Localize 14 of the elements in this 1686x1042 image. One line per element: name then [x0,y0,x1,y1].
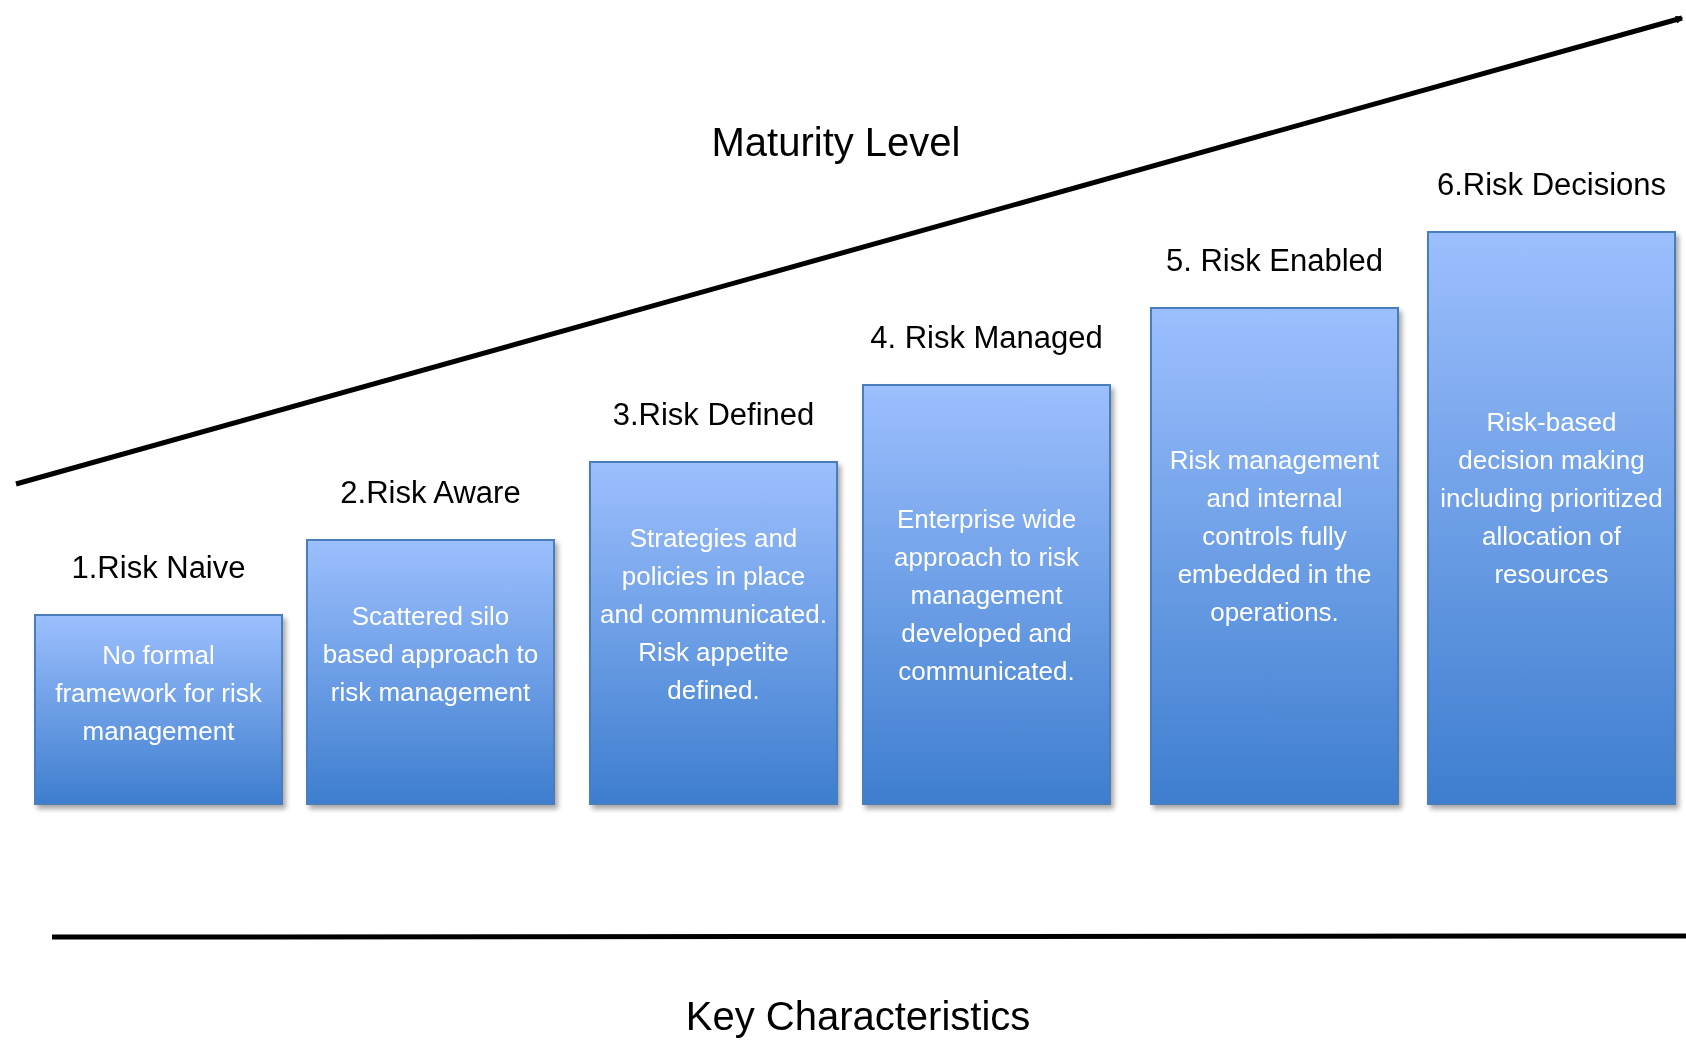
step-description: Risk-based decision making including prioritized allocation of resources [1439,406,1664,591]
step-heading: 2.Risk Aware [340,475,521,511]
step-heading: 5. Risk Enabled [1165,243,1384,279]
step-description: Scattered silo based approach to risk management [321,600,540,709]
step-description: No formal framework for risk management [54,639,263,748]
step-heading: 6.Risk Decisions [1436,167,1667,203]
step-heading: 4. Risk Managed [870,320,1103,356]
step-description: Risk management and internal controls fully embedded in the operations. [1168,444,1381,629]
step-description: Strategies and policies in place and communicated. Risk appetite defined. [599,522,828,707]
step-heading: 3.Risk Defined [612,397,815,433]
axis-title: Key Characteristics [685,994,1031,1039]
step-description: Enterprise wide approach to risk management developed and communicated. [893,503,1080,688]
step-heading: 1.Risk Naive [71,550,246,586]
axis-title: Maturity Level [711,120,961,165]
